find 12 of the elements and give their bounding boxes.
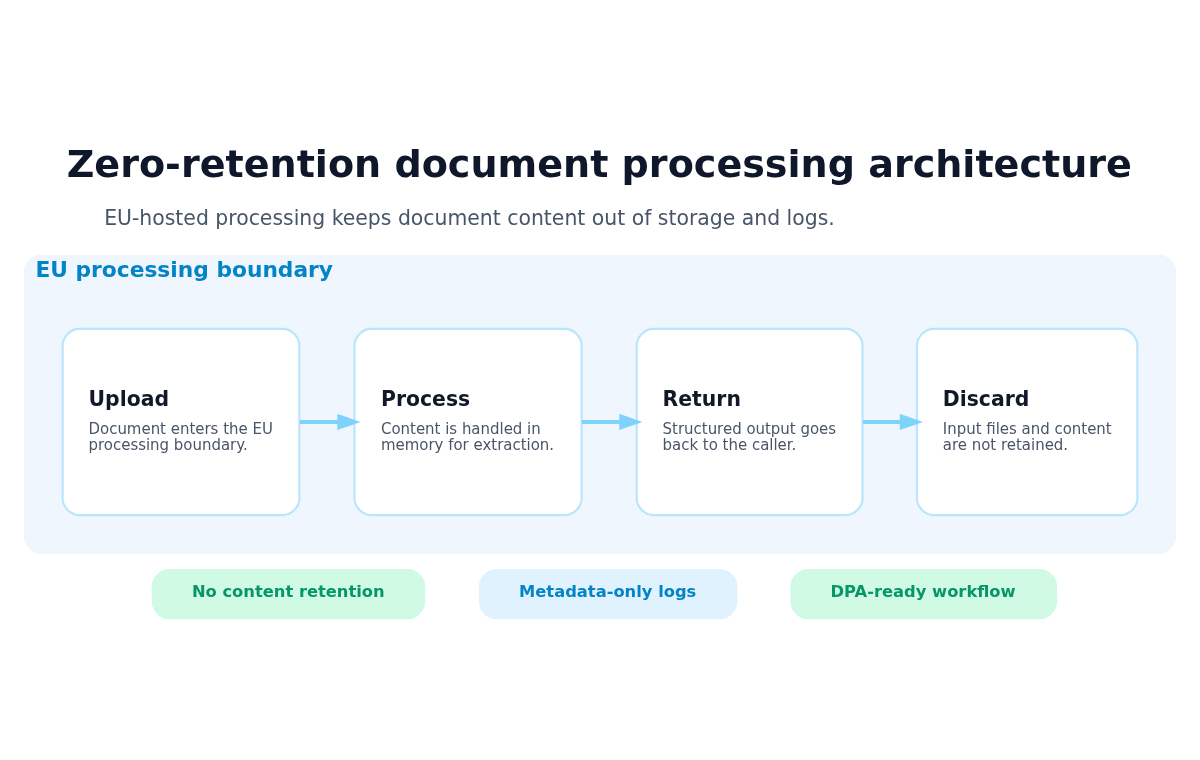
node-box: No content retention [151, 568, 426, 619]
node-box: Discard Input files and content are not retained. [915, 327, 1139, 516]
arrow [299, 413, 361, 430]
node-box: Process Content is handled in memory for extraction. [353, 327, 583, 516]
arrow [862, 413, 923, 430]
node-box: Upload Document enters the EU processing boundary. [61, 327, 301, 516]
node-box: Return Structured output goes back to the caller. [635, 327, 864, 516]
label: EU-hosted processing keeps document content out of storage and logs. [104, 205, 835, 230]
node-box: DPA-ready workflow [790, 568, 1058, 619]
node-box: Metadata-only logs [478, 568, 738, 619]
diagram-title: Zero-retention document processing architecture [66, 141, 1132, 186]
arrow [581, 413, 643, 430]
